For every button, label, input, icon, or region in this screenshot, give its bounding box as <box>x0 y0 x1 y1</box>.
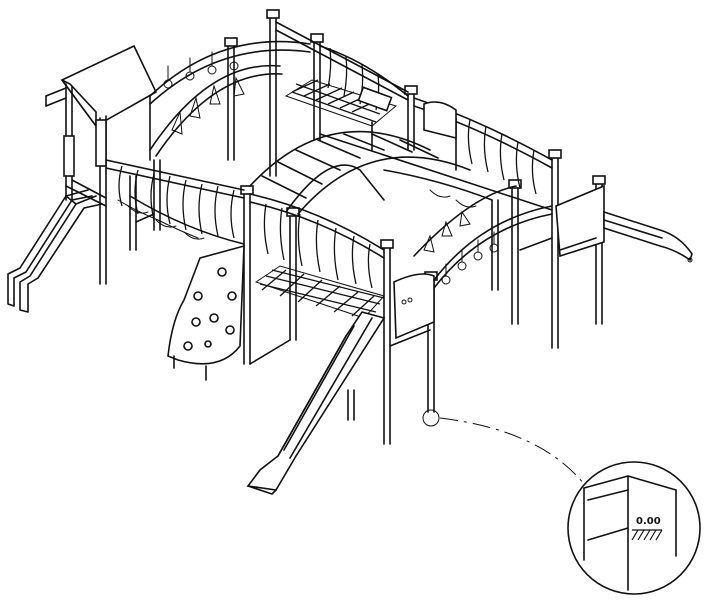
side-panel <box>393 273 435 340</box>
right-rope-railing <box>319 97 553 211</box>
hanging-ring-icon <box>441 231 499 285</box>
beams <box>135 213 597 365</box>
detail-inset-circle <box>567 461 701 595</box>
right-slide <box>555 184 693 263</box>
front-net-bridge <box>249 193 435 340</box>
roof-panel-side <box>61 79 97 129</box>
left-rope-railing <box>105 159 245 245</box>
detail-callout: 0.00 <box>422 409 701 595</box>
climbing-wall <box>167 244 245 381</box>
right-arch <box>413 185 553 289</box>
detail-marker <box>422 409 440 427</box>
left-slide <box>7 189 103 313</box>
ground-level-label: 0.00 <box>636 516 661 527</box>
front-slide <box>246 311 386 495</box>
left-tower <box>45 44 158 285</box>
roof-panel-front <box>60 44 158 128</box>
post-handle <box>63 135 75 177</box>
post-handle <box>95 119 107 167</box>
inner-arch <box>149 64 283 157</box>
climbing-hold-icon <box>183 267 237 351</box>
arch-ladder <box>249 130 471 215</box>
side-panel <box>423 101 457 140</box>
ground-hatch <box>631 529 663 541</box>
back-rope-bridge <box>275 21 409 127</box>
back-arch <box>149 40 311 105</box>
